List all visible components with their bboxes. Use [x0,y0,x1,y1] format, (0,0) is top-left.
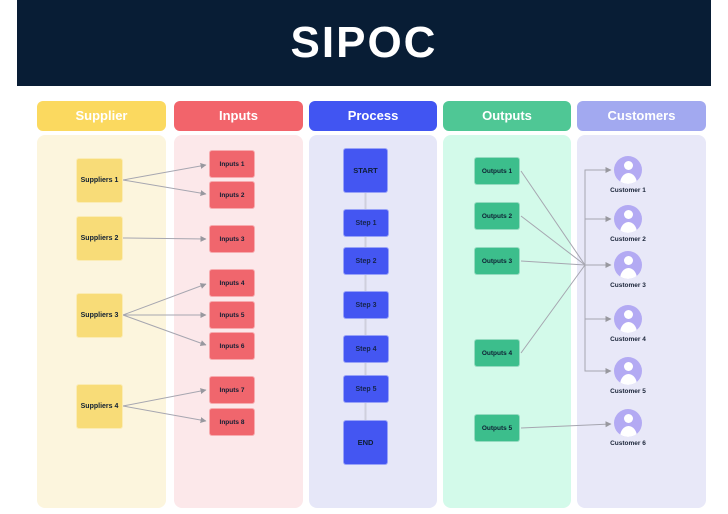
person-avatar-icon [614,305,642,333]
title-banner: SIPOC [17,0,711,86]
input-node-5: Inputs 5 [209,301,255,329]
customer-label: Customer 6 [610,440,646,447]
process-node-step2: Step 2 [343,247,389,275]
output-node-2: Outputs 2 [474,202,520,230]
customer-label: Customer 3 [610,282,646,289]
person-avatar-icon [614,409,642,437]
input-node-6: Inputs 6 [209,332,255,360]
column-header-process: Process [309,101,437,131]
output-node-4: Outputs 4 [474,339,520,367]
process-node-step1: Step 1 [343,209,389,237]
column-header-supplier: Supplier [37,101,166,131]
process-node-step5: Step 5 [343,375,389,403]
customer-node-2: Customer 2 [596,205,660,243]
process-node-step3: Step 3 [343,291,389,319]
output-node-5: Outputs 5 [474,414,520,442]
supplier-node-1: Suppliers 1 [76,158,123,203]
customer-node-3: Customer 3 [596,251,660,289]
input-node-2: Inputs 2 [209,181,255,209]
supplier-node-4: Suppliers 4 [76,384,123,429]
supplier-node-3: Suppliers 3 [76,293,123,338]
customer-node-5: Customer 5 [596,357,660,395]
customer-label: Customer 2 [610,236,646,243]
person-avatar-icon [614,156,642,184]
page-title: SIPOC [290,18,438,67]
process-node-end: END [343,420,388,465]
customer-label: Customer 5 [610,388,646,395]
output-node-1: Outputs 1 [474,157,520,185]
input-node-3: Inputs 3 [209,225,255,253]
column-body-outputs [443,135,571,508]
customer-node-4: Customer 4 [596,305,660,343]
input-node-1: Inputs 1 [209,150,255,178]
column-header-outputs: Outputs [443,101,571,131]
customer-label: Customer 1 [610,187,646,194]
customer-label: Customer 4 [610,336,646,343]
customer-node-6: Customer 6 [596,409,660,447]
output-node-3: Outputs 3 [474,247,520,275]
process-node-step4: Step 4 [343,335,389,363]
person-avatar-icon [614,205,642,233]
process-node-start: START [343,148,388,193]
input-node-8: Inputs 8 [209,408,255,436]
input-node-4: Inputs 4 [209,269,255,297]
column-header-customers: Customers [577,101,706,131]
input-node-7: Inputs 7 [209,376,255,404]
column-header-inputs: Inputs [174,101,303,131]
person-avatar-icon [614,251,642,279]
person-avatar-icon [614,357,642,385]
customer-node-1: Customer 1 [596,156,660,194]
supplier-node-2: Suppliers 2 [76,216,123,261]
